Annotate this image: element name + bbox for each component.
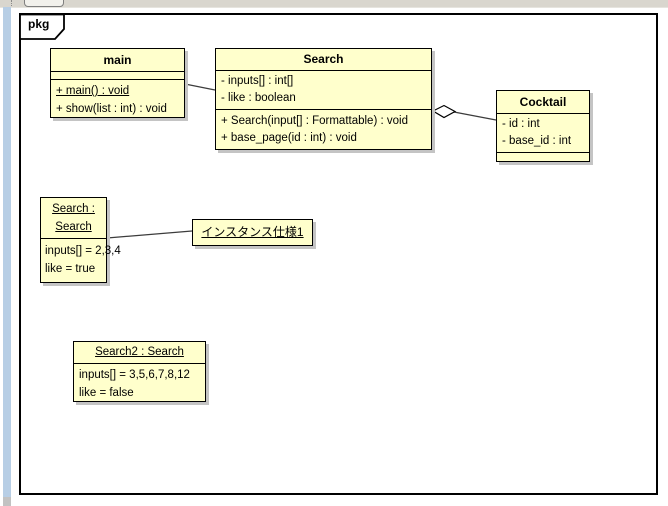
attribute: - id : int: [502, 118, 540, 130]
attribute: - inputs[] : int[]: [221, 75, 294, 87]
attributes-compartment: - id : int - base_id : int: [497, 113, 589, 152]
instance-node-search[interactable]: Search : Search inputs[] = 2,3,4 like = …: [40, 197, 121, 283]
operation: + base_page(id : int) : void: [221, 132, 357, 144]
class-title: Search: [303, 52, 344, 66]
operations-compartment: [497, 152, 589, 162]
left-scrollbar-strip[interactable]: [3, 7, 11, 497]
attributes-compartment: [51, 71, 184, 79]
attribute: - base_id : int: [502, 135, 572, 147]
toolbar-separator: [11, 0, 12, 6]
slot-value: like = true: [45, 263, 96, 275]
attributes-compartment: - inputs[] : int[] - like : boolean: [216, 70, 431, 109]
operations-compartment: + main() : void + show(list : int) : voi…: [51, 79, 184, 118]
toolbar-strip: [0, 0, 668, 8]
operation: + main() : void: [56, 85, 130, 97]
class-title: Cocktail: [519, 95, 567, 109]
instance-title: インスタンス仕様1: [201, 225, 304, 239]
class-node-cocktail[interactable]: Cocktail - id : int - base_id : int: [496, 90, 590, 162]
class-node-search[interactable]: Search - inputs[] : int[] - like : boole…: [215, 48, 432, 150]
slots-compartment: inputs[] = 2,3,4 like = true: [41, 238, 121, 281]
class-title: main: [103, 53, 132, 67]
operation: + Search(input[] : Formattable) : void: [221, 115, 408, 127]
slot-value: like = false: [79, 387, 134, 399]
instance-spec-node[interactable]: インスタンス仕様1: [192, 219, 313, 246]
slot-value: inputs[] = 2,3,4: [45, 245, 121, 257]
slots-compartment: inputs[] = 3,5,6,7,8,12 like = false: [74, 363, 205, 404]
package-frame-tab-label: pkg: [28, 17, 50, 31]
class-node-main[interactable]: main + main() : void + show(list : int) …: [50, 48, 185, 118]
left-scrollbar-end: [3, 497, 11, 506]
toolbar-button-fragment[interactable]: [24, 0, 64, 7]
slot-value: inputs[] = 3,5,6,7,8,12: [79, 369, 190, 381]
operations-compartment: + Search(input[] : Formattable) : void +…: [216, 109, 431, 150]
instance-title: Search : Search: [52, 203, 95, 233]
instance-node-search2[interactable]: Search2 : Search inputs[] = 3,5,6,7,8,12…: [73, 341, 206, 402]
instance-title: Search2 : Search: [95, 346, 184, 358]
operation: + show(list : int) : void: [56, 103, 167, 115]
attribute: - like : boolean: [221, 92, 296, 104]
